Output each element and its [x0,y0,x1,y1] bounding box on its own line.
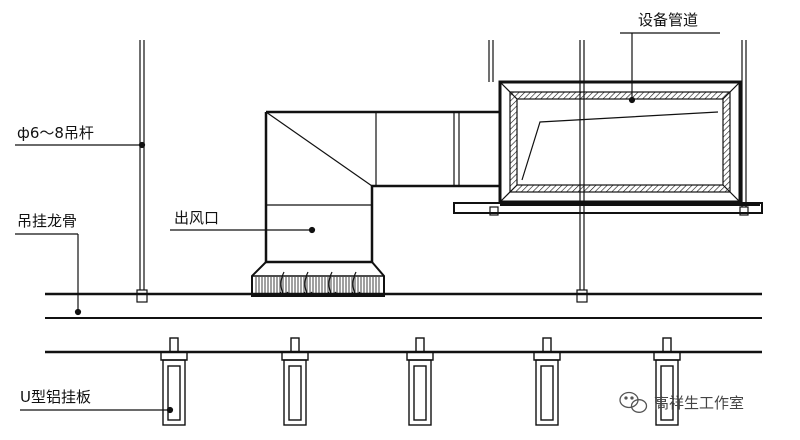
equipment-duct [498,80,742,204]
wechat-icon [619,391,648,413]
u-panel [160,337,188,426]
air-outlet-duct [251,110,500,297]
watermark: 高祥生工作室 [619,391,744,413]
u-panel [281,337,309,426]
label-hanger-keel: 吊挂龙骨 [17,212,77,230]
main-runners [45,292,762,354]
u-panel [533,337,561,426]
diffuser-grille [255,277,380,295]
label-air-outlet: 出风口 [174,209,219,227]
leader-lines [15,32,720,414]
hanger-rods [139,40,747,290]
label-hanger-rod: ф6～8吊杆 [17,124,94,142]
support-bracket [453,202,763,214]
label-equipment-duct: 设备管道 [638,11,698,29]
label-u-panel: U型铝挂板 [20,388,91,406]
u-panels [160,337,681,426]
rod-clips [136,206,749,303]
watermark-text: 高祥生工作室 [654,394,744,412]
u-panel [653,337,681,426]
u-panel [406,337,434,426]
airflow-arrows [279,271,361,297]
